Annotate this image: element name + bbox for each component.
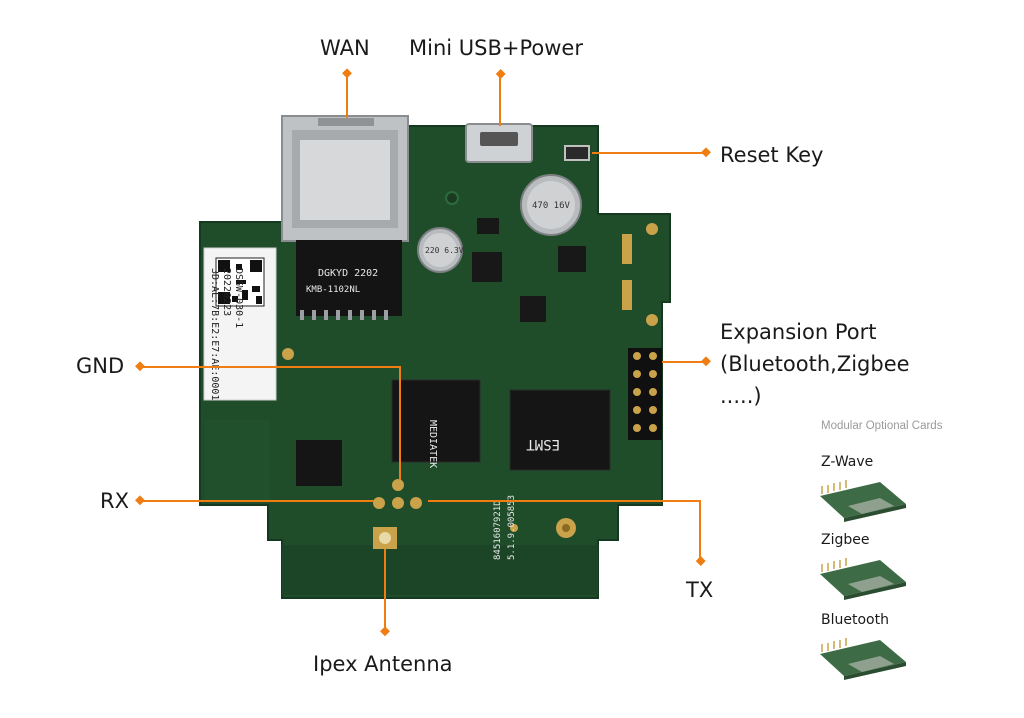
label-expansion-2: (Bluetooth,Zigbee	[720, 352, 910, 376]
mount-hole-2	[445, 191, 459, 205]
ipex-connector	[373, 527, 397, 549]
callout-tx	[428, 500, 701, 561]
card-name-bluetooth: Bluetooth	[821, 612, 889, 628]
capacitor-large: 470 16V	[520, 174, 582, 236]
card-bluetooth-image	[820, 638, 906, 680]
inductor-1	[472, 252, 502, 282]
radio-chip	[296, 440, 342, 486]
small-ic	[477, 218, 499, 234]
eth-chip-marking: DGKYD 2202	[318, 268, 378, 279]
label-usb: Mini USB+Power	[409, 36, 583, 60]
mini-usb-connector	[465, 123, 533, 163]
card-zwave-image	[820, 480, 906, 522]
flash-marking: ESMT	[526, 436, 560, 452]
label-rx: RX	[100, 489, 129, 513]
capacitor-small: 220 6.3V	[417, 227, 464, 273]
inductor-2	[558, 246, 586, 272]
regulator-chip	[520, 296, 546, 322]
card-name-zwave: Z-Wave	[821, 454, 874, 470]
label-reset: Reset Key	[720, 143, 824, 167]
capacitor-small-marking: 220 6.3V	[425, 246, 464, 255]
callout-gnd	[140, 366, 401, 480]
qr-sticker: DSGW-030-1 20220223 3D:AE:7B:E2:E7:AE:00…	[203, 247, 277, 401]
card-name-zigbee: Zigbee	[821, 532, 870, 548]
serial-marking-2: 5.1.9.005853	[507, 495, 517, 560]
label-wan: WAN	[320, 36, 370, 60]
pad-round-3	[282, 348, 294, 360]
qr-code	[218, 260, 262, 304]
callout-lines	[140, 74, 706, 632]
capacitor-large-marking: 470 16V	[532, 201, 571, 211]
soc-marking: MEDIATEK	[427, 420, 438, 468]
pad-round-1	[646, 223, 658, 235]
pad-round-4	[510, 524, 518, 532]
cards-title: Modular Optional Cards	[821, 420, 943, 432]
soc-chip: MEDIATEK	[391, 379, 481, 468]
flash-chip: ESMT	[509, 389, 611, 471]
pad-round-2	[646, 314, 658, 326]
label-expansion-1: Expansion Port	[720, 320, 877, 344]
expansion-header	[628, 348, 662, 440]
antenna-pad-1	[622, 234, 632, 264]
eth-chip-marking-2: KMB-1102NL	[306, 285, 360, 295]
label-gnd: GND	[76, 354, 125, 378]
sticker-model: DSGW-030-1	[233, 268, 244, 328]
label-expansion-3: .....)	[720, 384, 762, 408]
sticker-date: 20220223	[221, 268, 232, 316]
uart-pads	[373, 479, 422, 509]
sticker-mac: 3D:AE:7B:E2:E7:AE:0001	[209, 268, 220, 400]
serial-marking-1: 8451607921D	[493, 500, 503, 560]
antenna-pad-2	[622, 280, 632, 310]
eth-transformer-chip: DGKYD 2202 KMB-1102NL	[296, 240, 402, 320]
reset-switch	[564, 145, 590, 161]
label-ipex: Ipex Antenna	[313, 652, 453, 676]
card-zigbee-image	[820, 558, 906, 600]
label-tx: TX	[686, 578, 714, 602]
rj45-jack	[281, 115, 409, 242]
